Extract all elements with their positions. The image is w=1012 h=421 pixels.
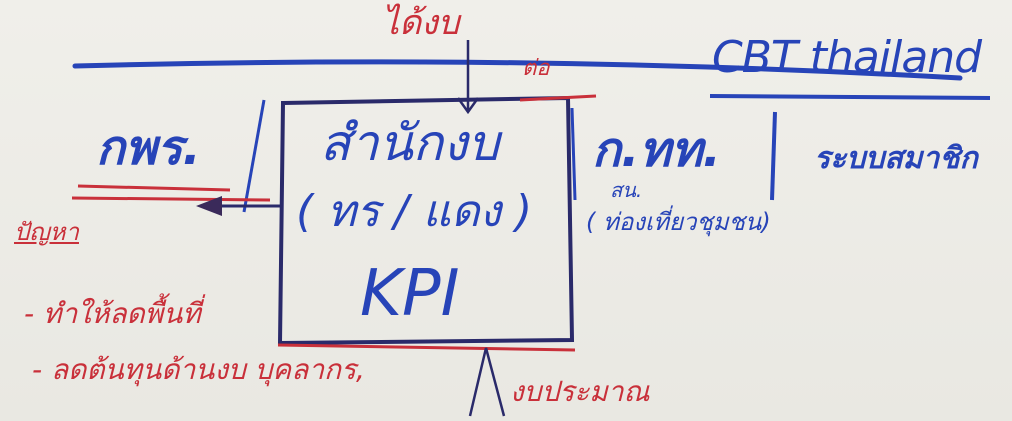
right-divider-2 — [770, 111, 777, 201]
left-org-label: กพร. — [96, 120, 201, 176]
top-label: ได้งบ — [382, 3, 460, 43]
center-box-line-2: ( ทร / แดง ) — [296, 186, 533, 237]
right-note-line-2: ( ท่องเที่ยวชุมชน) — [586, 208, 771, 236]
left-note-title: ปัญหา — [14, 218, 79, 246]
left-red-underline-1 — [77, 184, 231, 192]
bottom-note: งบประมาณ — [510, 375, 650, 408]
left-note-item-1: - ทำให้ลดพื้นที่ — [24, 297, 201, 330]
far-right-note: ระบบสมาชิก — [814, 141, 978, 176]
center-box — [277, 95, 575, 346]
brand-underline — [709, 94, 991, 100]
right-org-label: ก.ทท. — [592, 122, 721, 178]
center-box-line-3: KPI — [360, 257, 460, 331]
top-sublabel: ต่อ — [522, 56, 550, 81]
left-note-item-2: - ลดต้นทุนด้านงบ บุคลากร, — [32, 353, 365, 386]
left-divider — [242, 99, 266, 213]
bottom-up-arrow — [468, 347, 506, 417]
center-box-line-1: สำนักงบ — [320, 114, 500, 172]
center-box-red-bottom — [277, 343, 576, 352]
center-box-red-top — [519, 94, 597, 102]
left-red-underline-2 — [71, 196, 271, 202]
right-note-line-1: สน. — [610, 178, 643, 202]
right-divider-1 — [570, 107, 577, 201]
left-arrowhead — [196, 196, 222, 216]
brand-text: CBT thailand — [712, 32, 982, 83]
